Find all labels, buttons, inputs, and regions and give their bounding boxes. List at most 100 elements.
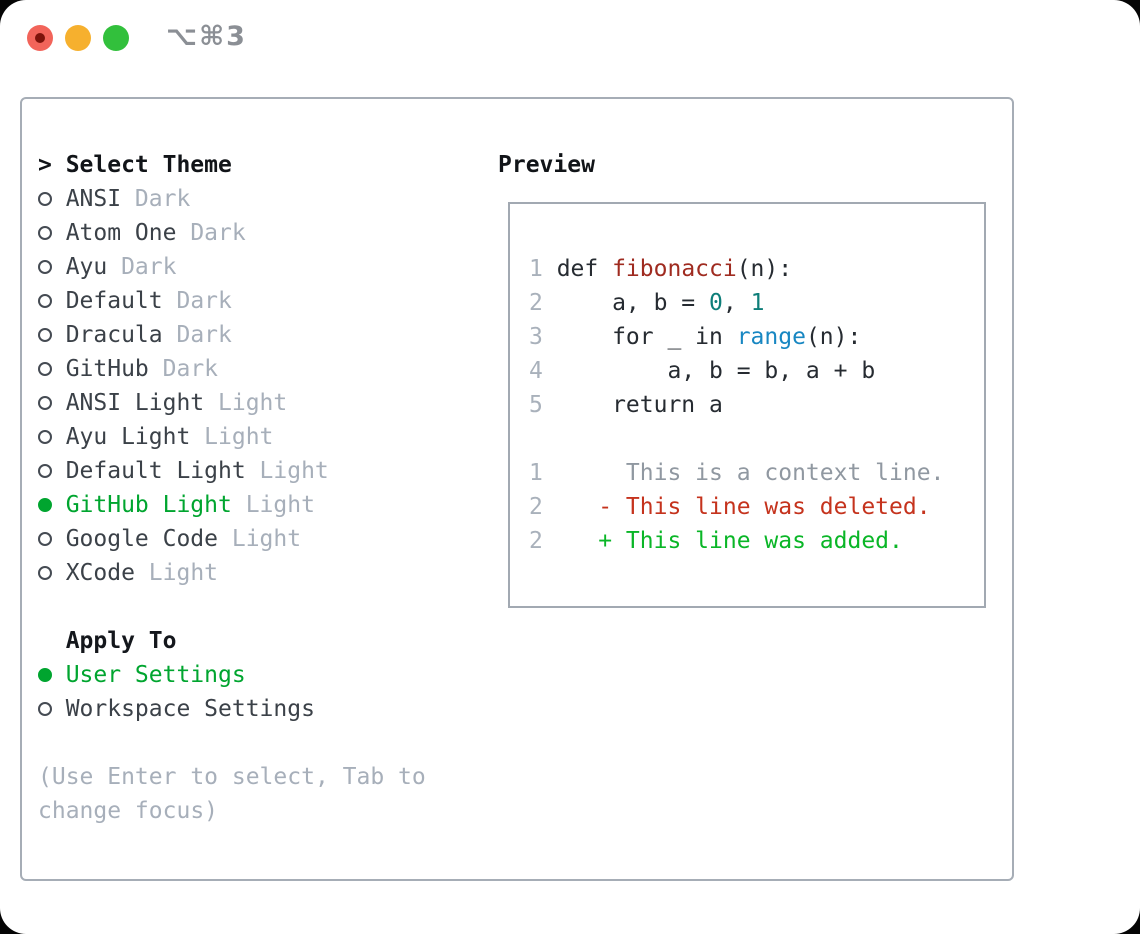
theme-variant-tag: Dark bbox=[190, 220, 246, 246]
line-number: 3 bbox=[529, 324, 543, 350]
theme-option-label: ANSI Light bbox=[65, 390, 205, 416]
theme-option-label: Google Code bbox=[65, 526, 219, 552]
theme-list-header: > Select Theme bbox=[38, 148, 329, 182]
theme-variant-tag: Light bbox=[245, 492, 315, 518]
theme-option-xcode[interactable]: XCode Light bbox=[38, 556, 329, 590]
radio-icon bbox=[38, 192, 66, 206]
radio-icon bbox=[38, 566, 66, 580]
radio-selected-icon bbox=[38, 498, 66, 512]
code-line-8: 2 - This line was deleted. bbox=[529, 490, 944, 524]
code-token: 0 bbox=[709, 290, 723, 316]
radio-icon bbox=[38, 464, 66, 478]
radio-icon bbox=[38, 328, 66, 342]
theme-option-ansi-light[interactable]: ANSI Light Light bbox=[38, 386, 329, 420]
code-line-2: 2 a, b = 0, 1 bbox=[529, 286, 944, 320]
apply-to-title: Apply To bbox=[65, 628, 177, 654]
line-number: 5 bbox=[529, 392, 543, 418]
radio-icon bbox=[38, 532, 66, 546]
theme-variant-tag: Dark bbox=[176, 288, 232, 314]
code-token: - This line was deleted. bbox=[556, 494, 931, 520]
code-token: , bbox=[722, 290, 751, 316]
theme-option-label: Default bbox=[65, 288, 163, 314]
code-token: This is a context line. bbox=[556, 460, 945, 486]
theme-variant-tag: Light bbox=[259, 458, 329, 484]
theme-variant-tag: Light bbox=[218, 390, 288, 416]
radio-icon bbox=[38, 294, 66, 308]
apply-option-workspace-settings[interactable]: Workspace Settings bbox=[38, 692, 315, 726]
apply-option-user-settings[interactable]: User Settings bbox=[38, 658, 315, 692]
code-token: return a bbox=[556, 392, 723, 418]
theme-variant-tag: Light bbox=[231, 526, 302, 552]
theme-option-label: XCode bbox=[65, 560, 135, 586]
apply-to-header: Apply To bbox=[38, 624, 315, 658]
line-number: 2 bbox=[529, 528, 543, 554]
theme-option-label: GitHub bbox=[65, 356, 149, 382]
theme-list-title: Select Theme bbox=[65, 152, 232, 178]
theme-option-github-light[interactable]: GitHub Light Light bbox=[38, 488, 329, 522]
help-line-1: (Use Enter to select, Tab to bbox=[38, 764, 426, 790]
code-token: (n): bbox=[805, 324, 862, 350]
theme-variant-tag: Dark bbox=[176, 322, 232, 348]
apply-option-label: User Settings bbox=[65, 662, 246, 688]
radio-icon bbox=[38, 260, 66, 274]
code-line-3: 3 for _ in range(n): bbox=[529, 320, 944, 354]
code-line-6 bbox=[529, 422, 944, 456]
code-line-9: 2 + This line was added. bbox=[529, 524, 944, 558]
help-text: (Use Enter to select, Tab to change focu… bbox=[38, 760, 426, 828]
code-token: def bbox=[556, 256, 613, 282]
theme-option-google-code[interactable]: Google Code Light bbox=[38, 522, 329, 556]
code-line-4: 4 a, b = b, a + b bbox=[529, 354, 944, 388]
theme-option-label: Default Light bbox=[65, 458, 246, 484]
theme-option-default[interactable]: Default Dark bbox=[38, 284, 329, 318]
line-number: 2 bbox=[529, 494, 543, 520]
radio-icon bbox=[38, 702, 66, 716]
app-panel bbox=[20, 97, 1014, 881]
maximize-button[interactable] bbox=[103, 25, 129, 51]
code-token: range bbox=[736, 324, 806, 350]
theme-option-dracula[interactable]: Dracula Dark bbox=[38, 318, 329, 352]
unsaved-indicator-dot bbox=[35, 33, 45, 43]
radio-selected-icon bbox=[38, 668, 66, 682]
window-shortcut-label: ⌥⌘3 bbox=[166, 21, 247, 52]
code-token: (n): bbox=[736, 256, 793, 282]
theme-variant-tag: Dark bbox=[134, 186, 191, 212]
theme-option-atom-one[interactable]: Atom One Dark bbox=[38, 216, 329, 250]
code-token: 1 bbox=[750, 290, 765, 316]
theme-option-label: GitHub Light bbox=[65, 492, 232, 518]
code-token: + This line was added. bbox=[556, 528, 903, 554]
line-number: 2 bbox=[529, 290, 543, 316]
code-token: a, b = b, a + b bbox=[556, 358, 876, 384]
radio-icon bbox=[38, 362, 66, 376]
close-button[interactable] bbox=[27, 25, 53, 51]
radio-icon bbox=[38, 430, 66, 444]
theme-option-default-light[interactable]: Default Light Light bbox=[38, 454, 329, 488]
minimize-button[interactable] bbox=[65, 25, 91, 51]
theme-option-label: Ayu Light bbox=[65, 424, 191, 450]
theme-variant-tag: Dark bbox=[121, 254, 177, 280]
theme-option-ayu-light[interactable]: Ayu Light Light bbox=[38, 420, 329, 454]
help-line-2: change focus) bbox=[38, 798, 219, 824]
apply-option-label: Workspace Settings bbox=[65, 696, 315, 722]
theme-variant-tag: Dark bbox=[162, 356, 219, 382]
code-token: for _ in bbox=[556, 324, 737, 350]
theme-option-label: ANSI bbox=[65, 186, 122, 212]
line-number: 1 bbox=[529, 460, 543, 486]
theme-option-github[interactable]: GitHub Dark bbox=[38, 352, 329, 386]
theme-variant-tag: Light bbox=[204, 424, 274, 450]
theme-option-ansi[interactable]: ANSI Dark bbox=[38, 182, 329, 216]
code-token: a, b = bbox=[556, 290, 710, 316]
theme-option-label: Ayu bbox=[65, 254, 108, 280]
cursor-icon: > bbox=[38, 152, 52, 178]
theme-option-label: Dracula bbox=[65, 322, 163, 348]
code-line-5: 5 return a bbox=[529, 388, 944, 422]
preview-title: Preview bbox=[498, 152, 595, 178]
theme-option-ayu[interactable]: Ayu Dark bbox=[38, 250, 329, 284]
line-number: 4 bbox=[529, 358, 543, 384]
theme-variant-tag: Light bbox=[148, 560, 219, 586]
theme-option-label: Atom One bbox=[65, 220, 177, 246]
